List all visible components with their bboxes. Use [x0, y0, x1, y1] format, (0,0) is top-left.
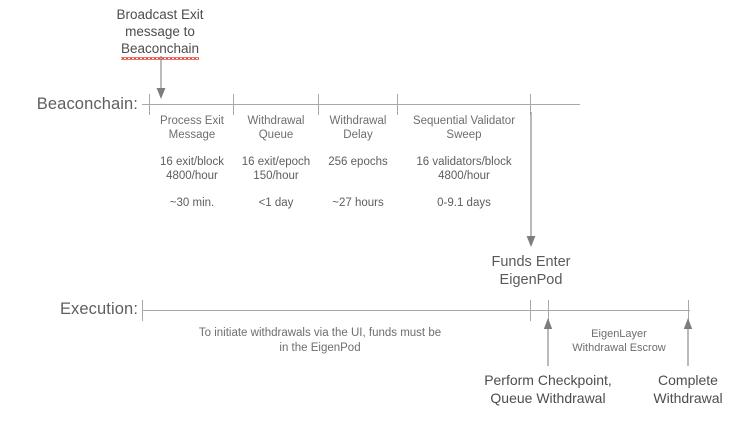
funds-enter-arrow [526, 112, 536, 247]
broadcast-exit-line2: message to [125, 24, 195, 39]
perform-checkpoint-label: Perform Checkpoint, Queue Withdrawal [463, 371, 633, 407]
segment-3-title: Sequential Validator Sweep [398, 114, 530, 142]
segment-1-rate-line1: 16 exit/epoch [241, 156, 311, 168]
segment-1-title-line1: Withdrawal [247, 115, 305, 127]
segment-3-duration: 0-9.1 days [437, 197, 491, 209]
beaconchain-tick-4 [530, 94, 531, 115]
segment-0-rate: 16 exit/block 4800/hour [151, 155, 233, 183]
segment-2-title-line2: Delay [343, 129, 373, 141]
segment-1-title-line2: Queue [258, 129, 294, 141]
broadcast-exit-line1: Broadcast Exit [116, 7, 204, 22]
segment-2-rate: 256 epochs [319, 155, 397, 169]
execution-axis-label: Execution: [59, 300, 138, 318]
broadcast-exit-callout: Broadcast Exit message to Beaconchain [84, 6, 236, 60]
complete-withdrawal-label: Complete Withdrawal [639, 371, 737, 407]
segment-1-rate-line2: 150/hour [253, 170, 299, 182]
segment-1-title: Withdrawal Queue [234, 114, 318, 142]
segment-3-title-line2: Sweep [446, 129, 482, 141]
segment-0-rate-line2: 4800/hour [166, 170, 218, 182]
beaconchain-tick-1 [233, 94, 234, 115]
segment-1-rate: 16 exit/epoch 150/hour [234, 155, 318, 183]
execution-ui-note: To initiate withdrawals via the UI, fund… [172, 326, 468, 356]
beaconchain-axis-line [142, 104, 580, 105]
beaconchain-tick-3 [397, 94, 398, 115]
segment-2-rate-line1: 256 epochs [328, 156, 388, 168]
broadcast-exit-line3-wrap: Beaconchain [84, 40, 236, 60]
segment-2-title: Withdrawal Delay [319, 114, 397, 142]
execution-ui-note-line1: To initiate withdrawals via the UI, fund… [198, 327, 442, 339]
beaconchain-axis-label: Beaconchain: [36, 95, 138, 113]
segment-1-duration: <1 day [258, 197, 294, 209]
complete-withdrawal-arrow [683, 318, 693, 366]
escrow-note-line2: Withdrawal Escrow [572, 342, 666, 354]
execution-tick-complete [688, 300, 689, 321]
segment-0-title-line1: Process Exit [160, 115, 224, 127]
execution-tick-checkpoint [548, 300, 549, 321]
broadcast-to-axis-arrow [156, 56, 166, 99]
complete-withdrawal-line1: Complete [658, 372, 718, 388]
perform-checkpoint-line2: Queue Withdrawal [490, 390, 606, 406]
funds-enter-eigenpod-label: Funds Enter EigenPod [448, 253, 614, 289]
beaconchain-misspelled-word: Beaconchain [120, 41, 200, 60]
segment-0-rate-line1: 16 exit/block [160, 156, 224, 168]
eigenlayer-escrow-note: EigenLayer Withdrawal Escrow [556, 327, 682, 355]
segment-0-title: Process Exit Message [151, 114, 233, 142]
segment-3-title-line1: Sequential Validator [412, 115, 516, 127]
perform-checkpoint-line1: Perform Checkpoint, [484, 372, 612, 388]
segment-2-duration: ~27 hours [332, 197, 384, 209]
segment-3-rate: 16 validators/block 4800/hour [398, 155, 530, 183]
segment-3-rate-line1: 16 validators/block [416, 156, 512, 168]
escrow-note-line1: EigenLayer [591, 328, 647, 340]
beaconchain-tick-0 [149, 94, 150, 115]
execution-tick-funds-enter [530, 300, 531, 321]
segment-3-rate-line2: 4800/hour [438, 170, 490, 182]
complete-withdrawal-line2: Withdrawal [653, 390, 723, 406]
beaconchain-tick-2 [318, 94, 319, 115]
execution-ui-note-line2: in the EigenPod [279, 342, 361, 354]
execution-axis-line [142, 310, 690, 311]
segment-0-duration: ~30 min. [169, 197, 215, 209]
execution-tick-start [142, 300, 143, 321]
funds-enter-line2: EigenPod [499, 272, 563, 288]
funds-enter-line1: Funds Enter [491, 254, 571, 270]
segment-2-title-line1: Withdrawal [329, 115, 387, 127]
segment-0-title-line2: Message [168, 129, 216, 141]
perform-checkpoint-arrow [543, 318, 553, 366]
